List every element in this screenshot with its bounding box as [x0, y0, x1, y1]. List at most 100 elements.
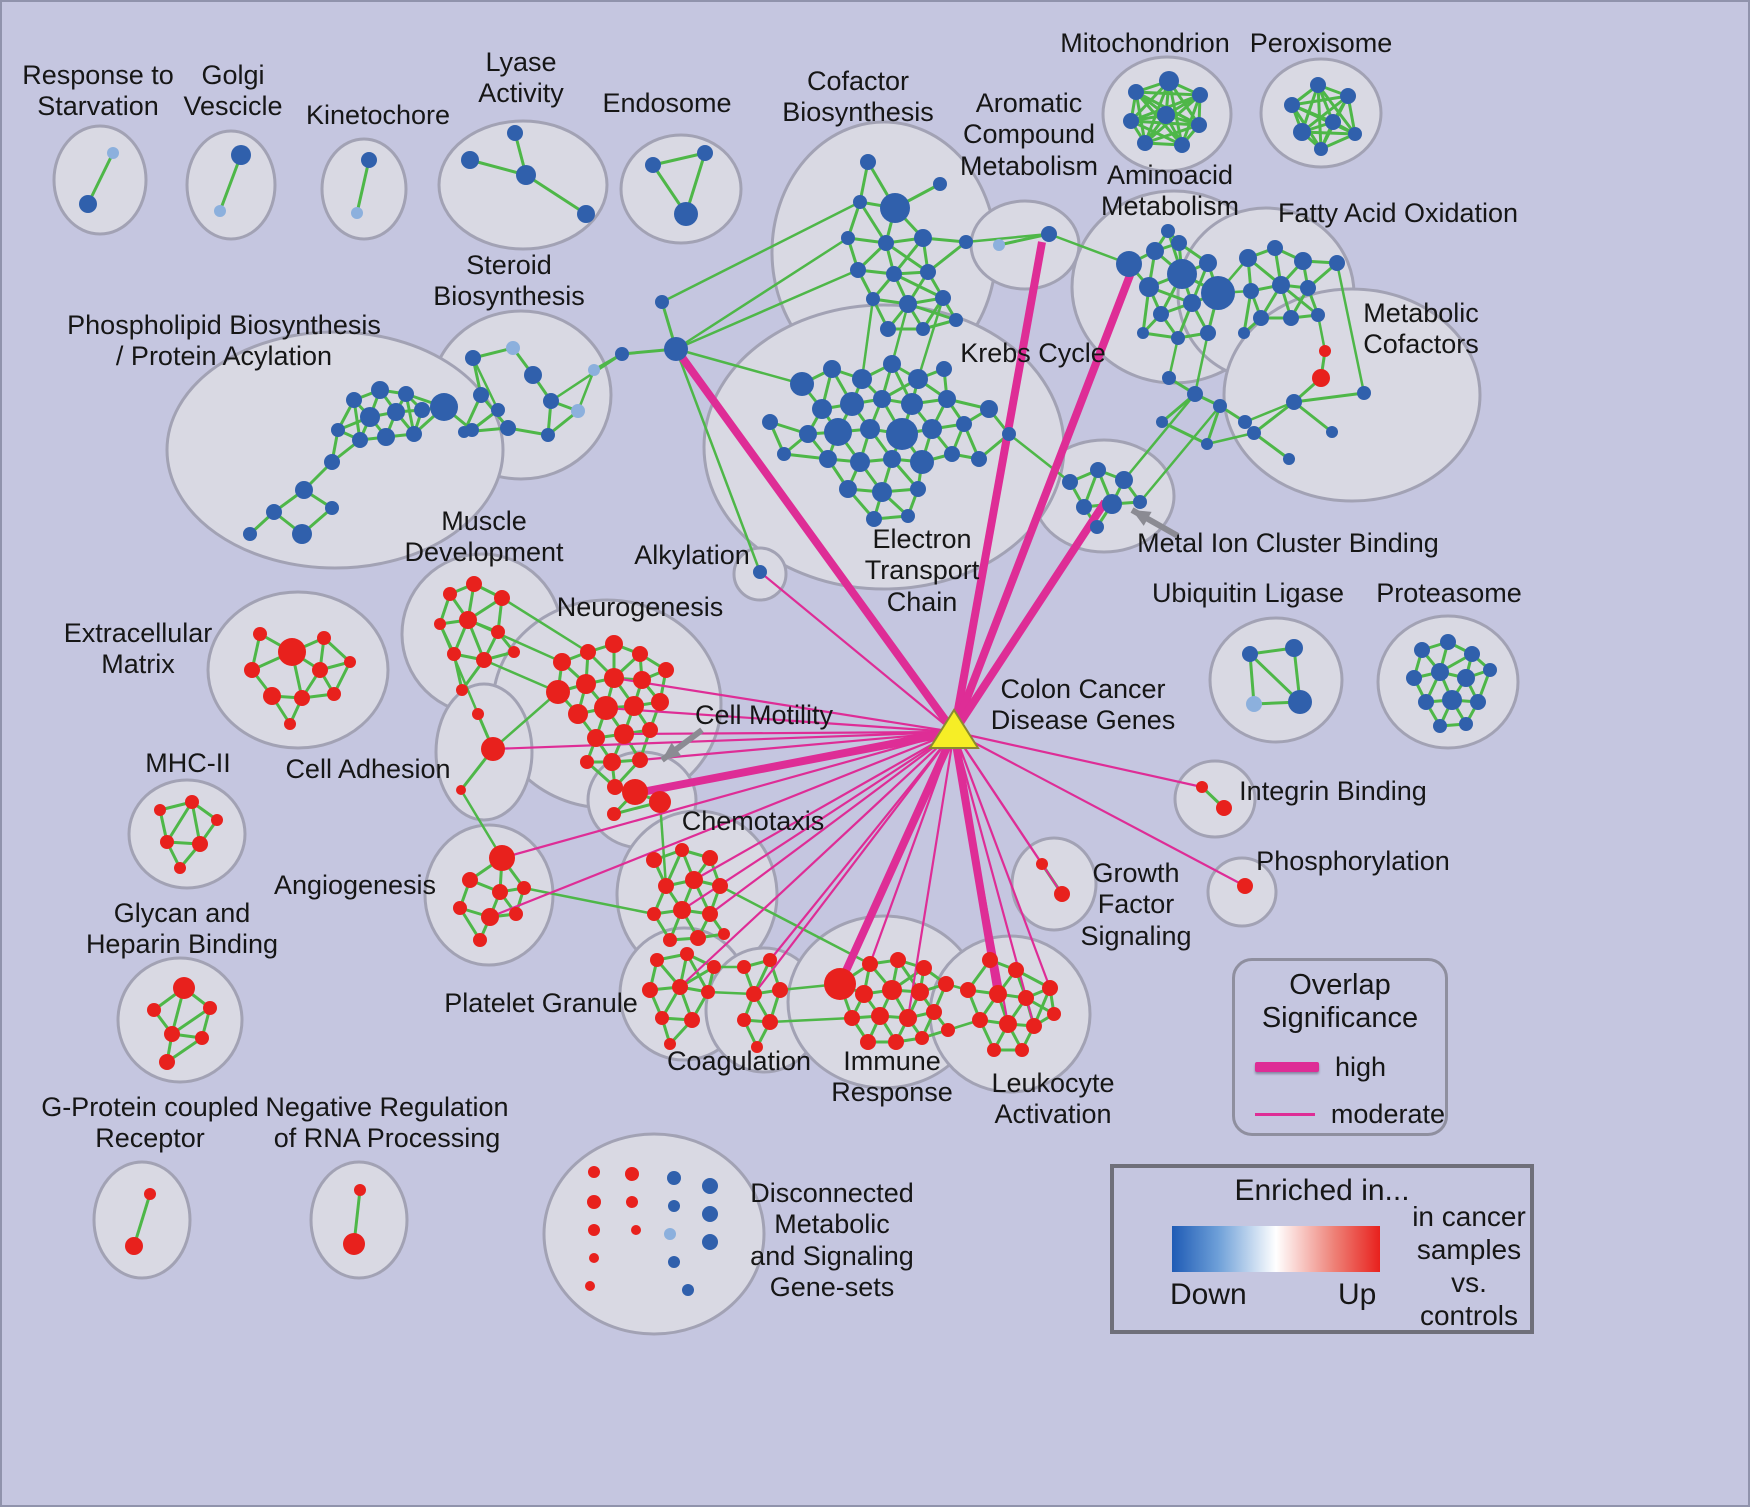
gene-set-node-disconnected-gene-sets	[588, 1166, 600, 1178]
overlap-edge-moderate	[952, 731, 1036, 1027]
gene-set-edge	[1316, 84, 1357, 135]
gene-set-node-krebs-etc	[980, 400, 998, 418]
inter-cluster-edge	[492, 691, 559, 750]
inter-cluster-edge	[860, 298, 875, 380]
gene-set-node-cofactor-biosynthesis	[914, 229, 932, 247]
gene-set-node-krebs-etc	[944, 446, 960, 462]
gene-set-node-neurogenesis	[632, 646, 648, 662]
gene-set-node-disconnected-gene-sets	[702, 1206, 718, 1222]
label-krebs-cycle: Krebs Cycle	[960, 338, 1106, 368]
gene-set-node-aminoacid-metabolism	[1183, 294, 1201, 312]
gene-set-node-bridge-steroid-cofactor	[615, 347, 629, 361]
gene-set-node-phospholipid-biosynthesis	[414, 402, 430, 418]
gene-set-edge	[1253, 431, 1290, 461]
gene-set-node-chemotaxis	[646, 852, 662, 868]
inter-cluster-edge	[459, 789, 504, 859]
cluster-ellipse-endosome	[619, 133, 743, 245]
gene-set-node-extracellular-matrix	[312, 662, 328, 678]
gene-set-node-steroid-biosynthesis	[506, 341, 520, 355]
gene-set-node-immune-response	[916, 960, 932, 976]
gene-set-node-golgi-vescicle	[214, 205, 226, 217]
gene-set-node-neurogenesis	[603, 753, 621, 771]
gene-set-node-krebs-etc	[883, 355, 901, 373]
gene-set-node-fatty-acid-oxidation	[1272, 276, 1290, 294]
overlap-edge-moderate	[623, 730, 955, 736]
gene-set-node-mitochondrion	[1128, 84, 1144, 100]
gene-set-node-krebs-etc	[872, 482, 892, 502]
gene-set-node-proteasome	[1464, 646, 1480, 662]
gene-set-node-platelet-granule	[684, 1012, 700, 1028]
gene-set-node-steroid-biosynthesis	[473, 387, 489, 403]
gene-set-node-bridge-metabolic	[1162, 371, 1176, 385]
layer-top	[660, 507, 1180, 763]
gene-set-node-endosome	[697, 145, 713, 161]
gene-set-node-steroid-biosynthesis	[541, 428, 555, 442]
gene-set-node-aromatic-compound-metabolism	[993, 239, 1005, 251]
gene-set-node-metabolic-cofactors	[1312, 369, 1330, 387]
enrichment-gradient-bar	[1172, 1226, 1380, 1272]
gene-set-node-peroxisome	[1314, 142, 1328, 156]
gene-set-node-aminoacid-metabolism	[1171, 235, 1187, 251]
gene-set-node-glycan-heparin-binding	[173, 977, 195, 999]
gene-set-node-fatty-acid-oxidation	[1267, 240, 1283, 256]
gene-set-node-coagulation	[772, 982, 788, 998]
gene-set-node-cofactor-biosynthesis	[850, 262, 866, 278]
gene-set-node-glycan-heparin-binding	[195, 1031, 209, 1045]
gene-set-node-neurogenesis	[580, 644, 596, 660]
gene-set-node-muscle-development	[476, 652, 492, 668]
gene-set-node-krebs-etc	[938, 390, 956, 408]
gene-set-node-immune-response	[882, 980, 902, 1000]
cluster-ellipse-peroxisome	[1259, 57, 1383, 169]
gene-set-node-neurogenesis	[632, 752, 648, 768]
gene-set-node-g-protein-coupled-receptor	[125, 1237, 143, 1255]
gene-set-node-krebs-etc	[799, 425, 817, 443]
gene-set-edge	[685, 953, 710, 993]
inter-cluster-edge	[1244, 400, 1295, 424]
gene-set-node-cell-adhesion	[481, 737, 505, 761]
gene-set-node-fatty-acid-oxidation	[1238, 327, 1250, 339]
gene-set-node-chemotaxis	[663, 933, 677, 947]
gene-set-node-immune-response	[888, 1034, 904, 1050]
gene-set-node-platelet-granule	[680, 947, 694, 961]
gene-set-node-leukocyte-activation	[999, 1015, 1017, 1033]
gene-set-node-phospholipid-biosynthesis	[377, 428, 395, 446]
inter-cluster-edge	[658, 801, 668, 887]
gene-set-node-mitochondrion	[1137, 135, 1153, 151]
gene-set-node-cofactor-biosynthesis	[899, 295, 917, 313]
gene-set-node-phospholipid-biosynthesis	[465, 423, 479, 437]
gene-set-node-mhc-ii	[211, 814, 223, 826]
layer-significance-edges	[489, 241, 1246, 1027]
gene-set-node-kinetochore	[351, 207, 363, 219]
gene-set-node-response-to-starvation	[107, 147, 119, 159]
gene-set-node-growth-factor-signaling	[1054, 886, 1070, 902]
label-metabolic-cofactors: Metabolic Cofactors	[1363, 298, 1479, 360]
gene-set-node-aminoacid-metabolism	[1167, 259, 1197, 289]
overlap-edge-moderate	[492, 730, 955, 751]
gene-set-node-peroxisome	[1325, 114, 1341, 130]
gene-set-node-krebs-etc	[908, 369, 928, 389]
cluster-ellipse-lyase-activity	[437, 119, 609, 251]
label-phospholipid-biosynthesis: Phospholipid Biosynthesis / Protein Acyl…	[67, 310, 381, 372]
gene-set-node-cofactor-biosynthesis	[860, 154, 876, 170]
gene-set-node-aminoacid-metabolism	[1201, 276, 1235, 310]
enrichment-up-label: Up	[1338, 1278, 1377, 1311]
gene-set-node-aminoacid-metabolism	[1146, 242, 1164, 260]
gene-set-node-krebs-etc	[956, 416, 972, 432]
cluster-ellipse-kinetochore	[320, 137, 408, 241]
gene-set-node-angiogenesis	[481, 908, 499, 926]
gene-set-node-phospholipid-biosynthesis	[325, 501, 339, 515]
gene-set-node-disconnected-gene-sets	[625, 1167, 639, 1181]
label-disconnected-gene-sets: Disconnected Metabolic and Signaling Gen…	[750, 1178, 914, 1302]
gene-set-edge	[1253, 400, 1295, 435]
gene-set-edge	[1180, 94, 1202, 146]
overlap-edge-moderate	[953, 731, 1246, 887]
gene-set-node-fatty-acid-oxidation	[1253, 310, 1269, 326]
moderate-significance-label: moderate	[1330, 1098, 1445, 1129]
gene-set-node-phospholipid-biosynthesis	[292, 524, 312, 544]
gene-set-node-extracellular-matrix	[244, 662, 260, 678]
gene-set-node-cofactor-biosynthesis	[866, 292, 880, 306]
gene-set-node-ubiquitin-ligase	[1242, 646, 1258, 662]
gene-set-node-krebs-etc	[886, 418, 918, 450]
gene-set-edge	[525, 173, 587, 216]
gene-set-node-platelet-granule	[655, 1011, 669, 1025]
